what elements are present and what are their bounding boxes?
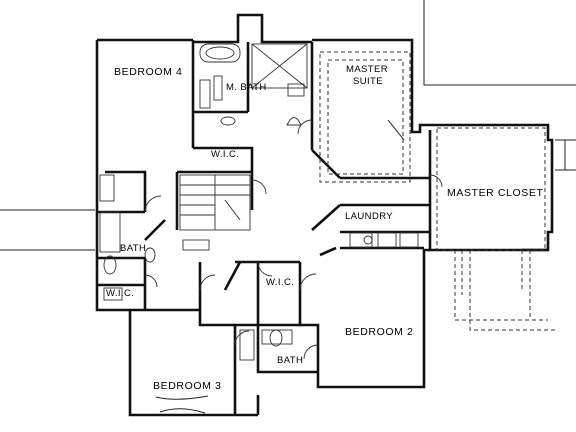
left-bath-fixtures <box>99 174 156 301</box>
site-lines <box>0 0 576 251</box>
label-bedroom-4: BEDROOM 4 <box>114 66 182 78</box>
label-master-closet: MASTER CLOSET <box>447 187 543 199</box>
lower-bath-fixtures <box>239 329 293 361</box>
label-bedroom-2: BEDROOM 2 <box>345 326 413 338</box>
label-wic-left: W.I.C. <box>106 288 134 299</box>
label-m-bath: M. BATH <box>226 82 267 93</box>
label-master-suite-line1: MASTER <box>346 64 388 75</box>
label-wic-mid: W.I.C. <box>266 277 294 288</box>
interior-walls <box>97 42 430 372</box>
laundry-fixtures <box>349 232 419 248</box>
label-bath-lower: BATH <box>277 355 303 366</box>
label-bedroom-3: BEDROOM 3 <box>153 380 221 392</box>
label-bath-left: BATH <box>120 243 146 254</box>
annotation-marks <box>155 119 405 414</box>
label-laundry: LAUNDRY <box>345 211 393 222</box>
tray-ceiling-dashes <box>319 51 556 331</box>
staircase <box>179 174 251 251</box>
label-master-suite-line2: SUITE <box>353 76 383 87</box>
label-wic-upper: W.I.C. <box>211 149 239 160</box>
door-swings <box>144 119 443 360</box>
